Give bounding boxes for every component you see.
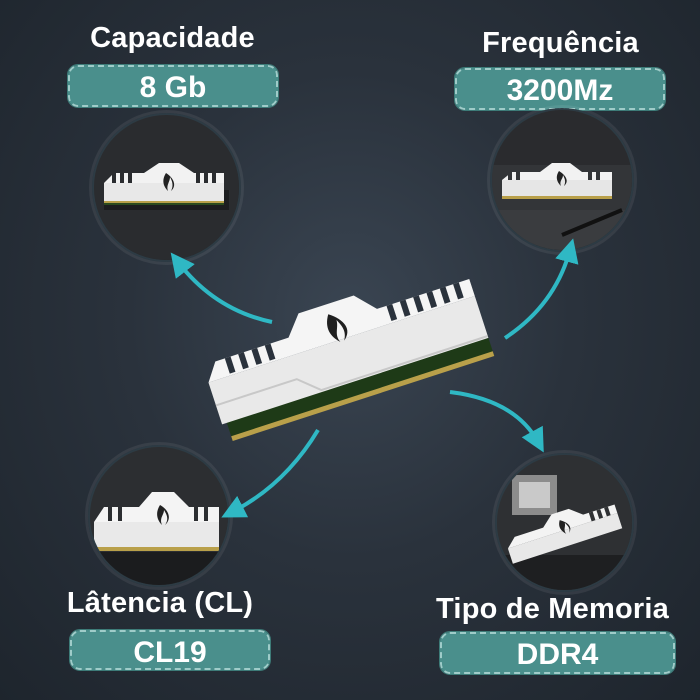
- frequency-value: 3200Mz: [506, 74, 614, 107]
- product-photo-bottom-left: [88, 445, 230, 587]
- latency-value-badge: CL19: [69, 629, 271, 671]
- capacity-value: 8 Gb: [139, 71, 207, 104]
- memory-type-value: DDR4: [516, 638, 599, 671]
- product-photo-top-left: [92, 113, 241, 262]
- latency-title: Lâtencia (CL): [66, 587, 254, 619]
- capacity-value-badge: 8 Gb: [67, 64, 279, 108]
- frequency-title: Frequência: [482, 27, 639, 59]
- arrow-to-frequency: [503, 238, 579, 340]
- memory-type-title: Tipo de Memoria: [436, 593, 669, 625]
- memory-type-value-badge: DDR4: [439, 631, 676, 675]
- product-photo-bottom-right: [495, 453, 634, 592]
- flame-logo-icon: [327, 314, 348, 342]
- frequency-value-badge: 3200Mz: [454, 67, 666, 111]
- ram-module-illustration: [205, 270, 495, 445]
- latency-value: CL19: [133, 636, 207, 669]
- capacity-title: Capacidade: [90, 22, 255, 54]
- product-photo-top-right: [490, 108, 634, 252]
